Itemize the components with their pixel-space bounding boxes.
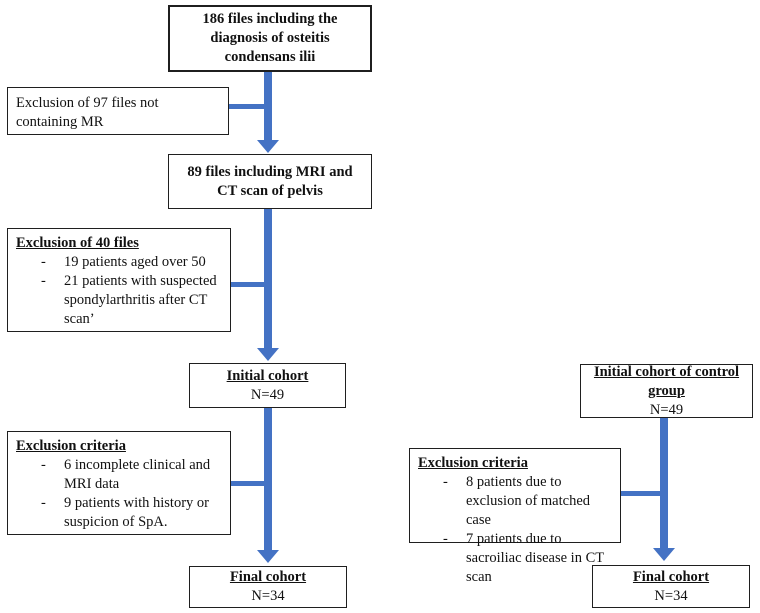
- connector-exclusion-criteria-left: [231, 481, 268, 486]
- flow-arrow-shaft-3: [264, 408, 272, 551]
- final-cohort-control-n: N=34: [654, 587, 688, 604]
- final-cohort-title: Final cohort: [229, 569, 307, 585]
- exclusion-criteria-right-title: Exclusion criteria: [418, 455, 528, 471]
- list-item-text: 7 patients due to sacroiliac disease in …: [466, 531, 604, 585]
- box-exclusion-criteria-left: Exclusion criteria - 6 incomplete clinic…: [7, 431, 231, 535]
- total-files-text: 186 files including the diagnosis of ost…: [202, 11, 338, 65]
- list-item: - 19 patients aged over 50: [16, 253, 222, 272]
- box-final-cohort: Final cohort N=34: [189, 566, 347, 608]
- exclusion-40-title: Exclusion of 40 files: [16, 235, 139, 251]
- box-exclusion-97: Exclusion of 97 files not containing MR: [7, 87, 229, 135]
- bullet-dash: -: [41, 273, 46, 289]
- box-exclusion-criteria-right: Exclusion criteria - 8 patients due to e…: [409, 448, 621, 585]
- list-item-text: 21 patients with suspected spondylarthri…: [64, 273, 217, 327]
- exclusion-criteria-left-title: Exclusion criteria: [16, 438, 126, 454]
- list-item-text: 19 patients aged over 50: [64, 254, 206, 270]
- box-initial-cohort: Initial cohort N=49: [189, 363, 346, 408]
- bullet-dash: -: [443, 474, 448, 490]
- initial-cohort-control-title: Initial cohort of control group: [593, 363, 740, 399]
- box-final-cohort-control: Final cohort N=34: [592, 565, 750, 608]
- final-cohort-control-title: Final cohort: [632, 568, 710, 585]
- box-mri-ct-files: 89 files including MRI and CT scan of pe…: [168, 154, 372, 209]
- mri-ct-files-text: 89 files including MRI and CT scan of pe…: [187, 163, 353, 199]
- arrow-down-icon: [653, 548, 675, 561]
- bullet-dash: -: [443, 531, 448, 547]
- final-cohort-n: N=34: [251, 588, 285, 604]
- list-item: - 7 patients due to sacroiliac disease i…: [418, 530, 612, 587]
- bullet-dash: -: [41, 254, 46, 270]
- list-item-text: 8 patients due to exclusion of matched c…: [466, 474, 591, 528]
- initial-cohort-title: Initial cohort: [226, 367, 309, 384]
- arrow-down-icon: [257, 348, 279, 361]
- connector-exclusion-criteria-right: [621, 491, 664, 496]
- exclusion-97-text: Exclusion of 97 files not containing MR: [16, 95, 159, 130]
- initial-cohort-control-n: N=49: [649, 401, 684, 418]
- box-initial-cohort-control: Initial cohort of control group N=49: [580, 364, 753, 418]
- initial-cohort-n: N=49: [250, 386, 285, 403]
- flow-arrow-shaft-2: [264, 208, 272, 349]
- list-item: - 6 incomplete clinical and MRI data: [16, 456, 222, 494]
- box-total-files: 186 files including the diagnosis of ost…: [168, 5, 372, 72]
- arrow-down-icon: [257, 140, 279, 153]
- list-item: - 9 patients with history or suspicion o…: [16, 494, 222, 532]
- arrow-down-icon: [257, 550, 279, 563]
- connector-exclusion-97: [229, 104, 268, 109]
- list-item: - 21 patients with suspected spondylarth…: [16, 272, 222, 329]
- list-item: - 8 patients due to exclusion of matched…: [418, 473, 612, 530]
- list-item-text: 9 patients with history or suspicion of …: [64, 495, 209, 530]
- bullet-dash: -: [41, 495, 46, 511]
- list-item-text: 6 incomplete clinical and MRI data: [64, 457, 211, 492]
- bullet-dash: -: [41, 457, 46, 473]
- flow-arrow-shaft-control: [660, 418, 668, 549]
- box-exclusion-40: Exclusion of 40 files - 19 patients aged…: [7, 228, 231, 332]
- flow-arrow-shaft-1: [264, 71, 272, 141]
- connector-exclusion-40: [231, 282, 268, 287]
